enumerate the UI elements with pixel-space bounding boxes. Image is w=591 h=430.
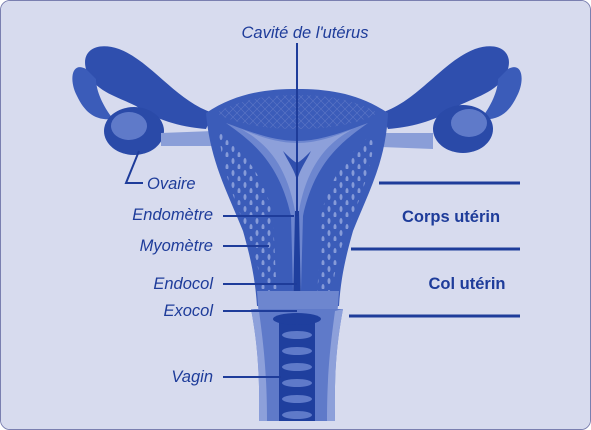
right-ovary-highlight [451,109,487,137]
left-ovary-highlight [111,112,147,140]
exocervix-label: Exocol [163,302,214,320]
ovary-label: Ovaire [147,175,196,193]
vagina-label: Vagin [171,368,213,386]
endometrium-label: Endomètre [132,206,213,224]
myometrium-label: Myomètre [140,237,213,255]
endocervix-label: Endocol [153,275,214,293]
uterine-body-label: Corps utérin [402,208,500,226]
vaginal-rugae [273,313,321,421]
left-ovarian-ligament [161,131,213,146]
right-ovarian-ligament [381,133,433,149]
cavity-label: Cavité de l'utérus [242,24,369,42]
cervix-label: Col utérin [429,275,506,293]
